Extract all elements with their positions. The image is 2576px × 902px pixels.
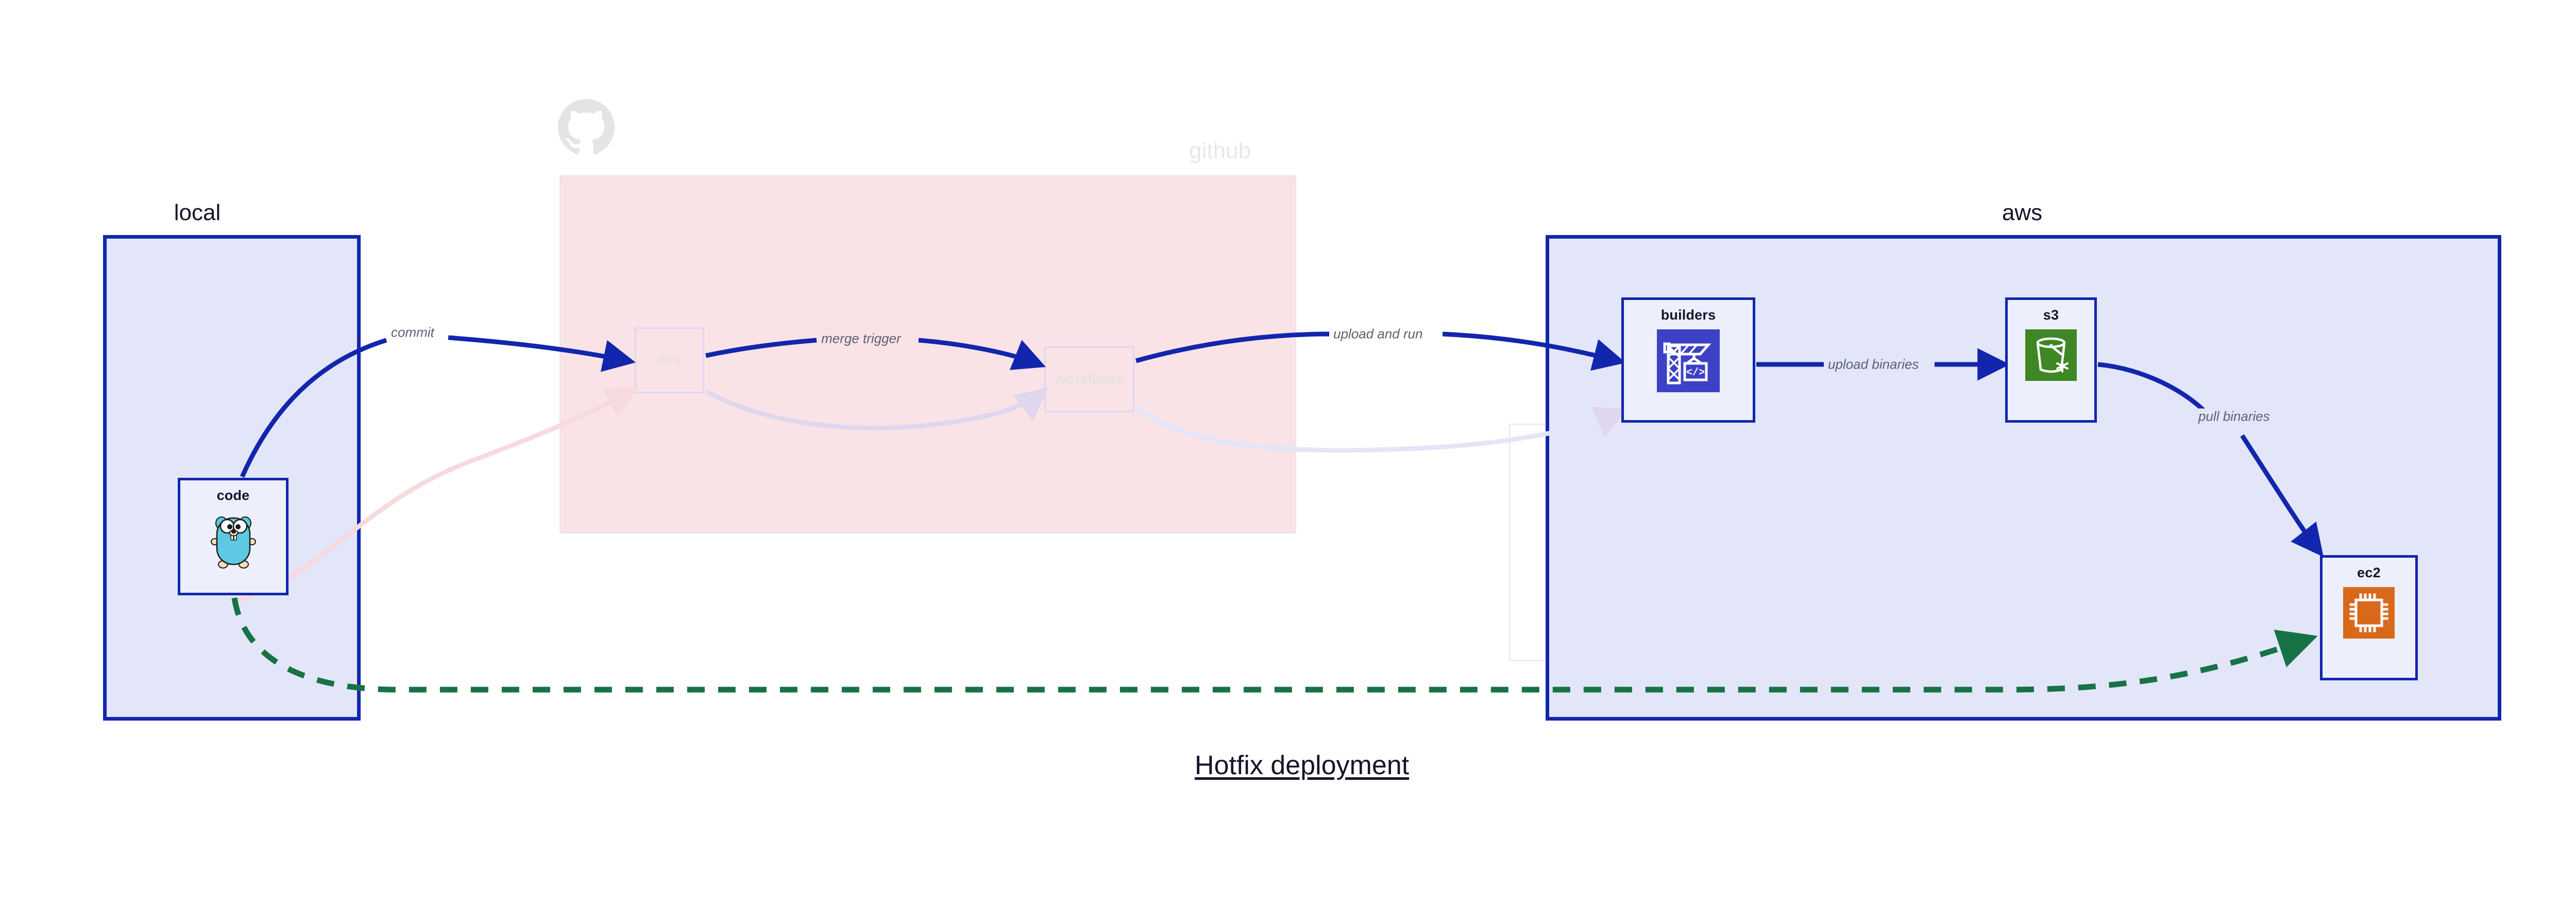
svg-text:</>: </> <box>1686 367 1705 379</box>
aws-codebuild-icon: </> <box>1657 329 1720 395</box>
go-gopher-icon <box>209 510 258 572</box>
edge-label-pull-binaries: pull binaries <box>2197 408 2271 425</box>
node-s3[interactable]: s3 <box>2005 297 2097 423</box>
node-workflows-label: workflows <box>1055 371 1124 387</box>
node-builders-label: builders <box>1660 307 1716 323</box>
cluster-github-label: github <box>1189 138 1251 163</box>
node-s3-label: s3 <box>2043 307 2059 323</box>
aws-s3-glacier-bucket-icon <box>2025 329 2077 383</box>
node-code-label: code <box>216 488 250 503</box>
node-dev[interactable]: dev <box>635 327 704 393</box>
node-workflows[interactable]: workflows <box>1044 346 1134 412</box>
node-dev-label: dev <box>657 352 682 368</box>
edge-label-upload-and-run: upload and run <box>1332 326 1424 342</box>
cluster-local-label: local <box>174 200 221 225</box>
aws-ec2-chip-icon <box>2343 587 2395 641</box>
cluster-aws-label: aws <box>2002 200 2043 225</box>
node-ec2-label: ec2 <box>2357 565 2381 580</box>
github-octocat-icon <box>558 99 615 156</box>
edge-label-upload-binaries: upload binaries <box>1827 356 1920 373</box>
page-title: Hotfix deployment <box>1194 750 1410 780</box>
node-code[interactable]: code <box>178 478 289 595</box>
node-builders[interactable]: builders <box>1621 297 1755 423</box>
node-ec2[interactable]: ec2 <box>2320 555 2418 680</box>
edge-label-merge-trigger: merge trigger <box>820 330 902 347</box>
edge-label-commit: commit <box>390 324 435 341</box>
